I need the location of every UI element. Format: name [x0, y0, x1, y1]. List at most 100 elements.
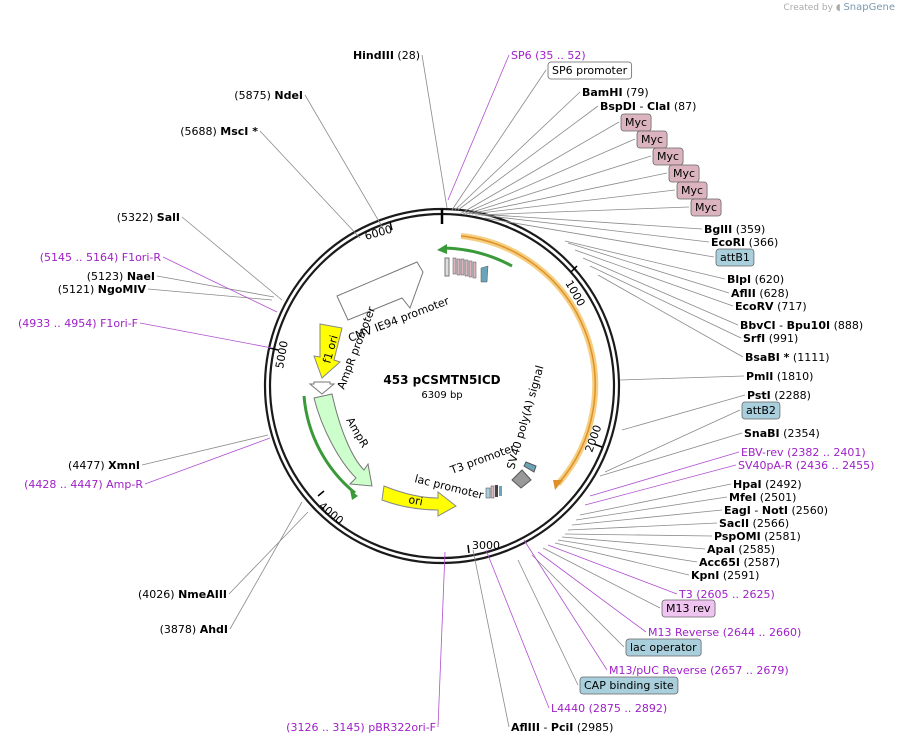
leader-ngomiv — [147, 288, 273, 301]
label-afliii: AflIII - PciI (2985) — [511, 721, 613, 734]
label-lacop: lac operator — [630, 641, 697, 654]
leader-bamhi — [454, 91, 581, 211]
orf-arc — [460, 235, 596, 485]
box-cap — [579, 676, 679, 695]
leader-myc1 — [459, 121, 620, 215]
label-myc2: Myc — [641, 133, 663, 146]
label-pbr322: (3126 .. 3145) pBR322ori-F — [286, 721, 436, 734]
leader-f1orif — [139, 322, 273, 349]
leader-ecorv — [574, 249, 734, 307]
f1-ori-arrow — [313, 323, 343, 379]
attb2-box — [523, 461, 537, 473]
label-psti: PstI (2288) — [747, 389, 811, 402]
leader-m13puc — [523, 539, 608, 671]
label-sacii: SacII (2566) — [719, 517, 789, 530]
leader-m13rev — [542, 547, 661, 609]
leader-pspomi — [564, 533, 713, 537]
leader-ecori — [480, 214, 710, 243]
leader-eagi — [571, 509, 723, 526]
label-ecori: EcoRI (366) — [711, 236, 778, 249]
leader-attb1 — [484, 217, 715, 258]
label-bspdi: BspDI - ClaI (87) — [600, 100, 696, 113]
label-m13rev: M13 rev — [666, 602, 711, 615]
leader-bbvci — [582, 257, 739, 326]
green-arc-left-head — [350, 490, 358, 500]
sv40-label: SV40 poly(A) signal — [504, 364, 546, 471]
label-ngomiv: (5121) NgoMIV — [58, 283, 147, 296]
label-myc5: Myc — [681, 184, 703, 197]
label-ndei: (5875) NdeI — [234, 89, 303, 102]
attb1-box — [480, 265, 489, 283]
label-bglii: BglII (359) — [704, 223, 765, 236]
plasmid-size: 6309 bp — [421, 390, 462, 401]
myc-tags — [452, 257, 477, 279]
box-lacop — [625, 638, 702, 657]
box-myc3 — [652, 147, 684, 166]
leader-ebvrev — [589, 451, 740, 497]
label-sp6p: SP6 (35 .. 52) — [511, 49, 586, 62]
label-acc65i: Acc65I (2587) — [699, 556, 780, 569]
tick-label: 3000 — [472, 539, 500, 552]
label-ahdi: (3878) AhdI — [160, 623, 228, 636]
label-xmni: (4477) XmnI — [68, 459, 140, 472]
label-ecorv: EcoRV (717) — [735, 300, 807, 313]
label-t3: T3 (2605 .. 2625) — [678, 588, 775, 601]
leader-l4440 — [485, 549, 550, 709]
green-arc-top — [443, 246, 513, 268]
leader-myc3 — [465, 155, 652, 215]
tick-5000: 5000 — [269, 340, 291, 370]
box-myc2 — [636, 130, 668, 149]
label-kpni: KpnI (2591) — [691, 569, 759, 582]
label-bbvci: BbvCI - Bpu10I (888) — [740, 319, 863, 332]
label-apai: ApaI (2585) — [707, 543, 775, 556]
leader-kpni — [554, 542, 690, 576]
label-ebvrev: EBV-rev (2382 .. 2401) — [741, 446, 866, 459]
ampr-arrow — [313, 393, 373, 487]
lac-region — [485, 485, 502, 499]
leader-msci — [259, 130, 361, 239]
leader-ahdi — [229, 501, 303, 630]
box-myc6 — [690, 198, 722, 217]
label-f1orif: (4933 .. 4954) F1ori-F — [18, 317, 138, 330]
leader-afliii — [472, 549, 510, 728]
leader-mfei — [575, 496, 728, 521]
label-l4440: L4440 (2875 .. 2892) — [551, 702, 667, 715]
label-bamhi: BamHI (79) — [582, 86, 649, 99]
leader-acc65i — [557, 539, 698, 563]
leader-bspdi — [457, 105, 599, 211]
ori-label: ori — [407, 493, 423, 508]
leader-f1orir — [162, 256, 278, 313]
leader-myc6 — [474, 206, 690, 216]
label-hpai: HpaI (2492) — [733, 478, 802, 491]
box-myc1 — [620, 113, 652, 132]
leader-lines — [139, 54, 746, 728]
green-arc-left — [302, 395, 356, 495]
leader-sp6prom — [451, 69, 547, 211]
label-myc6: Myc — [695, 201, 717, 214]
leader-psti — [621, 394, 746, 431]
leader-lacop — [531, 554, 625, 648]
leader-m13reverse — [537, 551, 647, 633]
leader-aflii — [567, 242, 730, 294]
box-myc5 — [676, 181, 708, 200]
credit: Created by ◖ SnapGene — [783, 2, 895, 13]
label-aflii: AflII (628) — [731, 287, 789, 300]
leader-myc5 — [471, 189, 676, 215]
leader-hindiii — [421, 54, 448, 209]
label-attb1: attB1 — [720, 251, 750, 264]
credit-prefix: Created by — [783, 3, 833, 13]
leader-sali — [181, 216, 283, 301]
leader-cap — [517, 559, 579, 686]
label-f1orir: (5145 .. 5164) F1ori-R — [40, 251, 162, 264]
label-sv40pa: SV40pA-R (2436 .. 2455) — [738, 459, 874, 472]
cmv-promoter-arrow — [336, 261, 424, 321]
leader-nmeaiii — [228, 511, 309, 595]
snapgene-icon: ◖ — [835, 3, 841, 13]
leader-pmli — [619, 375, 745, 381]
tick-label: 5000 — [273, 340, 291, 370]
label-attb2: attB2 — [746, 404, 776, 417]
label-amp-r: (4428 .. 4447) Amp-R — [24, 478, 143, 491]
label-cap: CAP binding site — [584, 679, 674, 692]
tick-4000: 4000 — [316, 490, 346, 527]
